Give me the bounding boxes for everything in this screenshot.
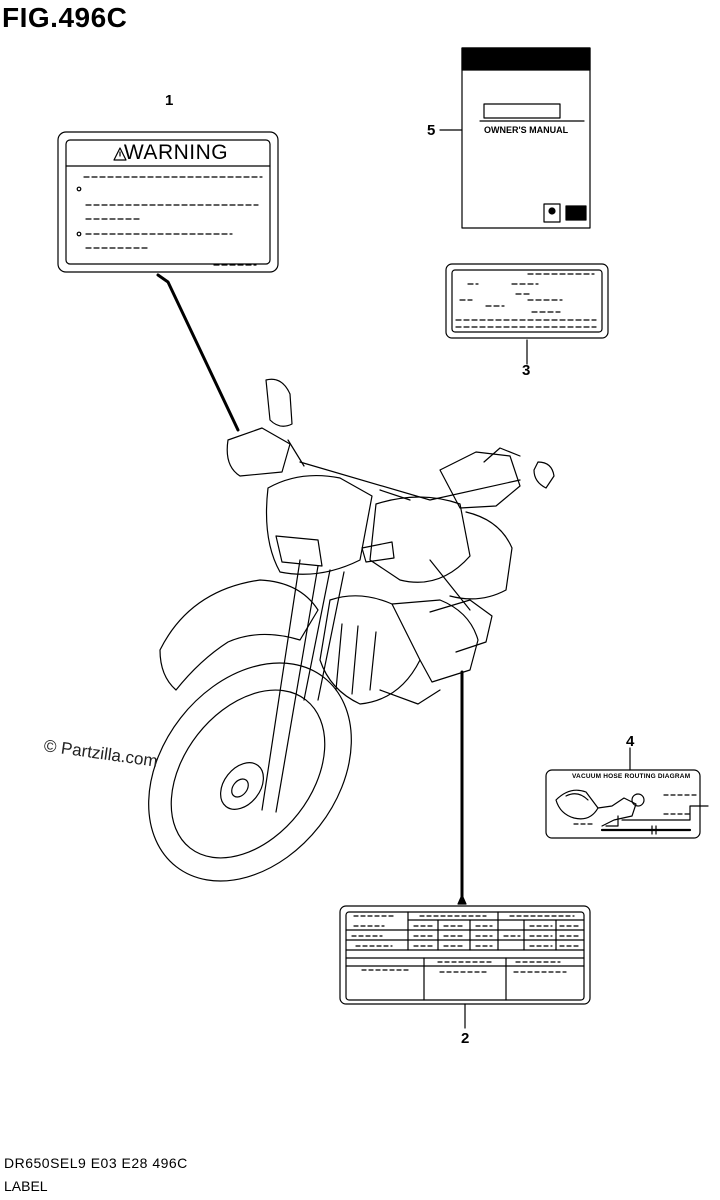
vacuum-hose-label-drawing [545, 769, 709, 839]
callout-4[interactable]: 4 [626, 733, 635, 750]
warning-heading-text: WARNING [123, 141, 229, 164]
figure-code: DR650SEL9 E03 E28 496C [4, 1155, 188, 1171]
figure-category: LABEL [4, 1178, 48, 1194]
callout-2[interactable]: 2 [461, 1030, 470, 1047]
owners-manual-drawing [461, 47, 591, 229]
motorcycle-drawing [148, 378, 555, 882]
callout-3[interactable]: 3 [522, 362, 531, 379]
warning-heading: WARNING [66, 141, 270, 165]
vacuum-hose-title: VACUUM HOSE ROUTING DIAGRAM [572, 773, 691, 780]
label-3-drawing [445, 263, 609, 339]
warning-label-drawing [57, 131, 279, 273]
callout-1[interactable]: 1 [165, 92, 174, 109]
label-2-drawing [339, 905, 591, 1005]
owners-manual-title: OWNER'S MANUAL [484, 125, 569, 135]
callout-5[interactable]: 5 [427, 122, 436, 139]
figure-title: FIG.496C [2, 2, 128, 33]
warning-label: WARNING [66, 141, 270, 165]
